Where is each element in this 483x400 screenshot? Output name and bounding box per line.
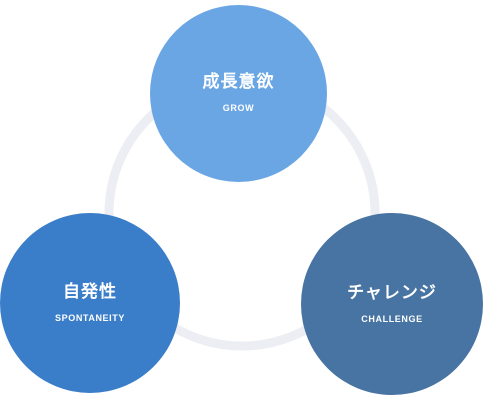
node-grow-title: 成長意欲 [202,72,275,92]
node-grow: 成長意欲 GROW [150,5,327,182]
node-challenge: チャレンジ CHALLENGE [301,213,483,395]
node-challenge-title: チャレンジ [347,282,437,303]
node-grow-subtitle: GROW [222,103,255,113]
node-spontaneity-subtitle: SPONTANEITY [55,312,125,323]
node-challenge-subtitle: CHALLENGE [361,313,423,324]
node-spontaneity: 自発性 SPONTANEITY [0,213,180,393]
node-spontaneity-title: 自発性 [63,281,117,302]
